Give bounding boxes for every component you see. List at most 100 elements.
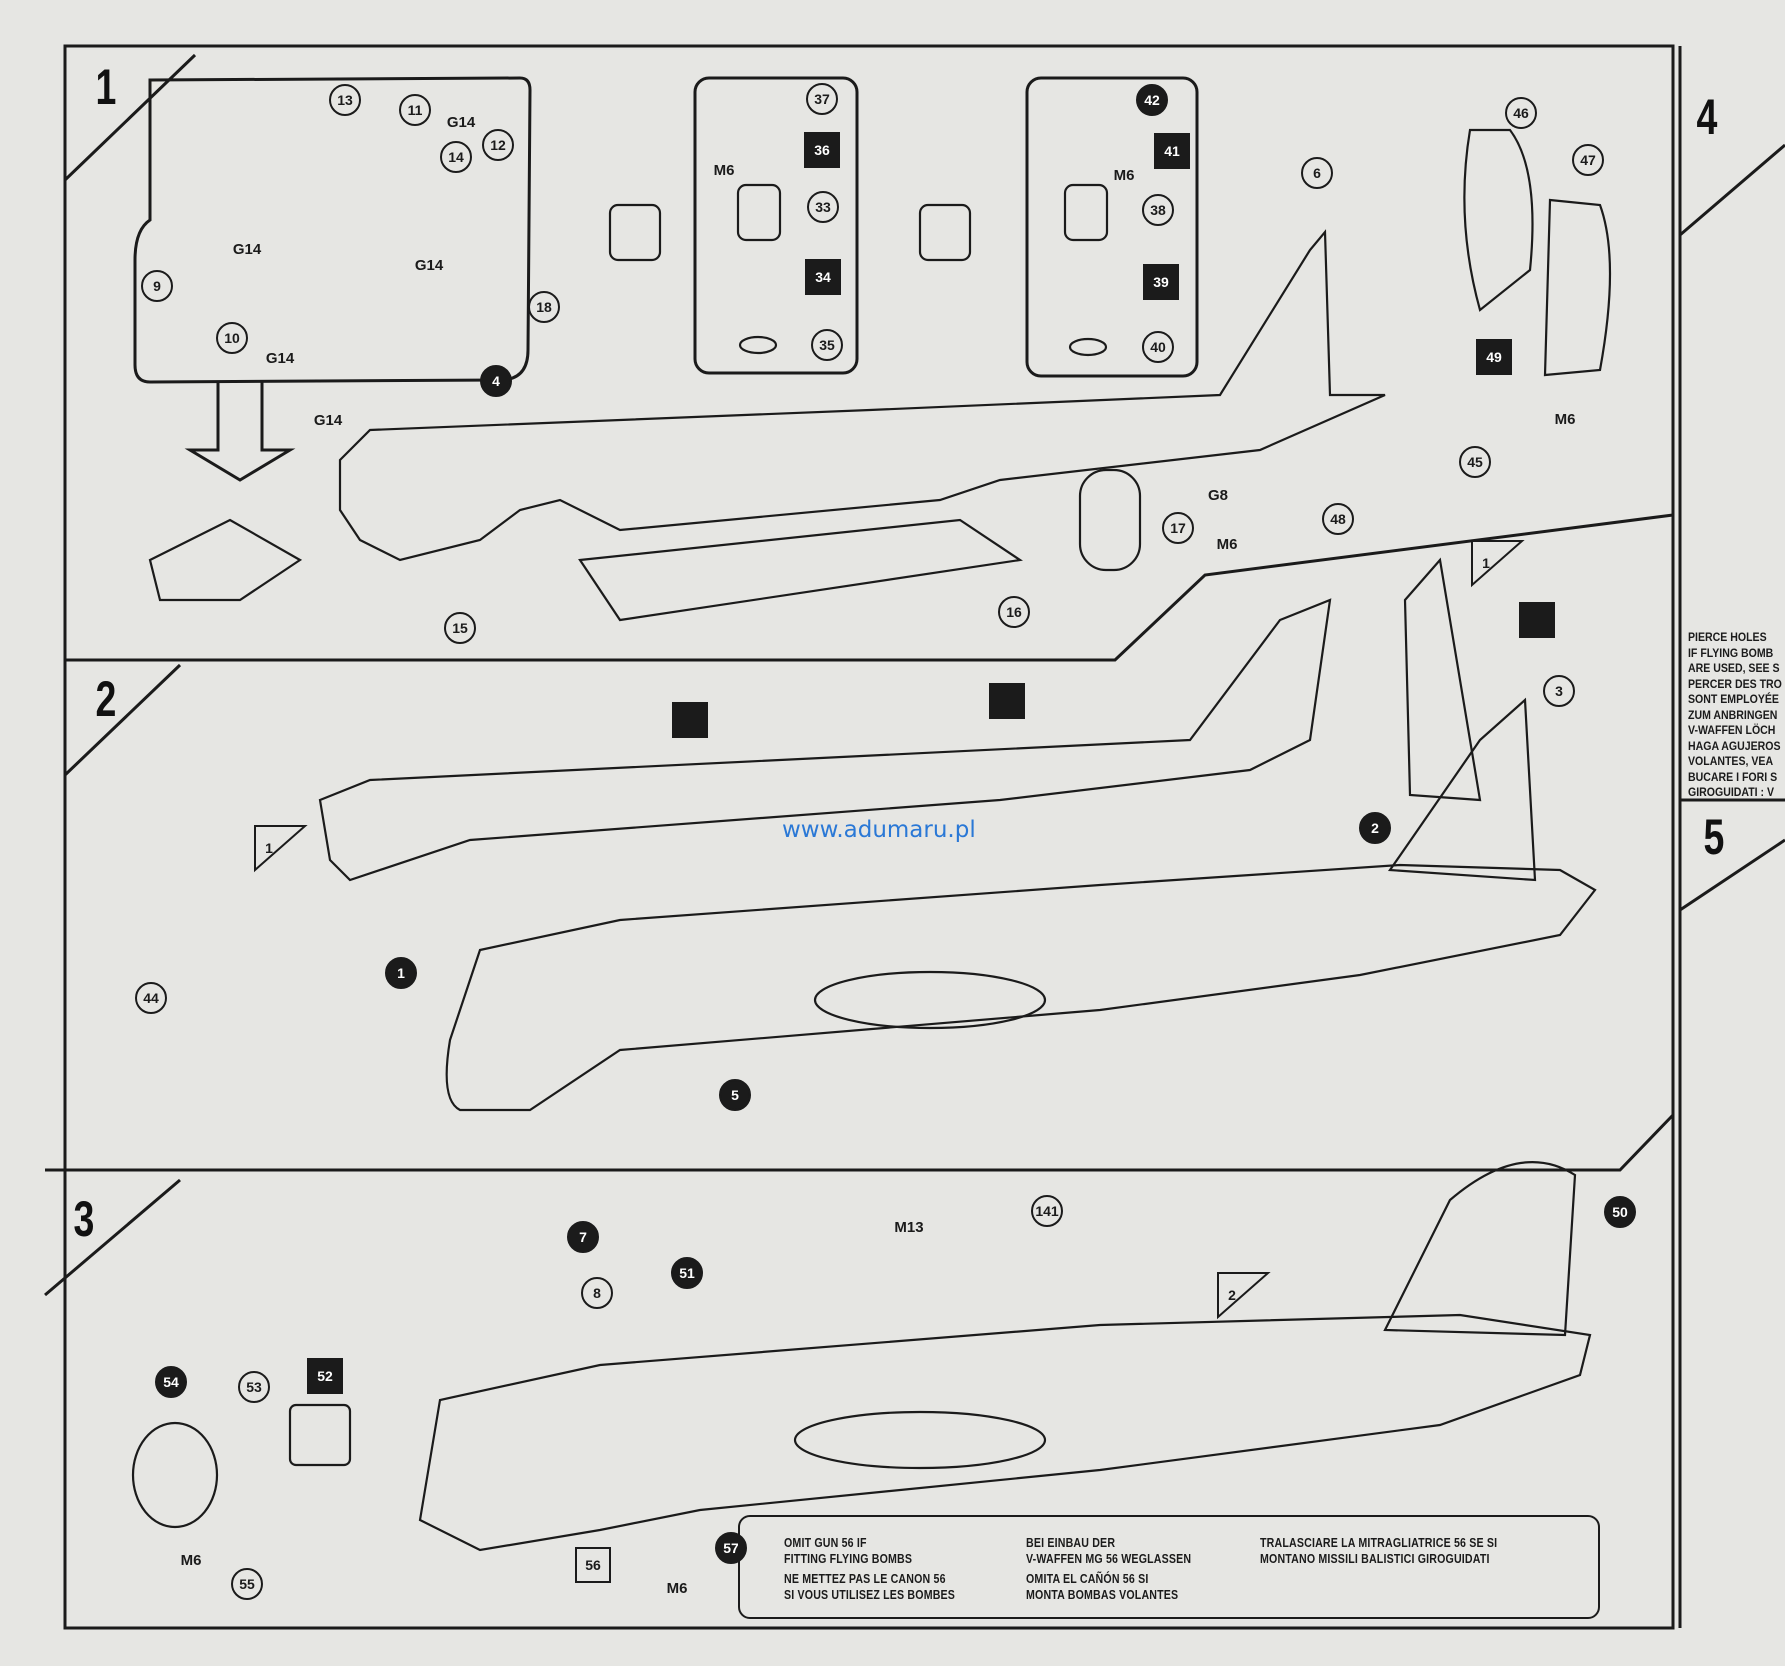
part-number: G14 bbox=[266, 350, 295, 367]
fuselage-step3 bbox=[418, 1313, 1592, 1552]
part-marker bbox=[1301, 157, 1333, 189]
pierce-line: IF FLYING BOMB bbox=[1688, 645, 1774, 660]
part-marker bbox=[1359, 812, 1391, 844]
pierce-line: GIROGUIDATI : V bbox=[1688, 785, 1775, 799]
part-label-39: 39 bbox=[1143, 264, 1179, 300]
part-label-blank bbox=[989, 683, 1025, 719]
wing-root-step3 bbox=[793, 1410, 1047, 1470]
part-label-G14: G14 bbox=[314, 412, 343, 429]
part-marker bbox=[329, 84, 361, 116]
part-number: 55 bbox=[239, 1576, 255, 1592]
part-marker bbox=[1143, 264, 1179, 300]
part-number: M6 bbox=[667, 1580, 688, 1597]
part-label-3: 3 bbox=[1543, 675, 1575, 707]
part-number: 2 bbox=[1228, 1287, 1236, 1303]
part-label-37: 37 bbox=[806, 83, 838, 115]
part-number: 13 bbox=[337, 92, 353, 108]
part-label-10: 10 bbox=[216, 322, 248, 354]
step-corner-2 bbox=[63, 663, 182, 777]
part-number: 38 bbox=[1150, 202, 1166, 218]
part-label-4: 4 bbox=[480, 365, 512, 397]
part-number: 33 bbox=[815, 199, 831, 215]
part-marker bbox=[989, 683, 1025, 719]
note-fr-1: NE METTEZ PAS LE CANON 56 bbox=[784, 1572, 946, 1586]
bulkhead-17 bbox=[1078, 468, 1142, 572]
part-number: 15 bbox=[452, 620, 468, 636]
part-marker bbox=[567, 1221, 599, 1253]
part-label-2: 2 bbox=[1217, 1272, 1271, 1320]
wing-root-step2 bbox=[813, 970, 1047, 1030]
part-label-M6: M6 bbox=[714, 162, 735, 179]
turret-38 bbox=[1063, 183, 1109, 242]
part-number: 16 bbox=[1006, 604, 1022, 620]
part-number: 56 bbox=[585, 1557, 601, 1573]
part-number: 1 bbox=[265, 840, 273, 856]
part-number: G14 bbox=[233, 241, 262, 258]
tailplane-46 bbox=[1463, 128, 1534, 312]
pierce-line: V-WAFFEN LÖCH bbox=[1688, 723, 1776, 737]
step4-border bbox=[1678, 46, 1785, 1628]
part-marker bbox=[444, 612, 476, 644]
fuselage-half-step1 bbox=[338, 229, 1386, 562]
part-label-G14: G14 bbox=[266, 350, 295, 367]
pierce-line: VOLANTES, VEA bbox=[1688, 754, 1774, 768]
part-number: 51 bbox=[679, 1265, 695, 1281]
part-number: 53 bbox=[246, 1379, 262, 1395]
part-number: 48 bbox=[1330, 511, 1346, 527]
part-marker bbox=[1476, 339, 1512, 375]
part-marker bbox=[135, 982, 167, 1014]
watermark: www.adumaru.pl bbox=[782, 817, 976, 843]
part-number: 10 bbox=[224, 330, 240, 346]
part-number: 47 bbox=[1580, 152, 1596, 168]
part-label-M6: M6 bbox=[181, 1552, 202, 1569]
part-label-41: 41 bbox=[1154, 133, 1190, 169]
inset-turret-front bbox=[693, 76, 859, 375]
note-es-2: MONTA BOMBAS VOLANTES bbox=[1026, 1588, 1179, 1602]
part-number: 52 bbox=[317, 1368, 333, 1384]
part-label-55: 55 bbox=[231, 1568, 263, 1600]
part-label-blank bbox=[1519, 602, 1555, 638]
part-label-50: 50 bbox=[1604, 1196, 1636, 1228]
part-label-56: 56 bbox=[575, 1547, 611, 1583]
part-number: 40 bbox=[1150, 339, 1166, 355]
part-number: M6 bbox=[714, 162, 735, 179]
pierce-line: BUCARE I FORI S bbox=[1688, 769, 1778, 784]
part-label-47: 47 bbox=[1572, 144, 1604, 176]
part-number: 44 bbox=[143, 990, 159, 1006]
part-label-33: 33 bbox=[807, 191, 839, 223]
part-number: 35 bbox=[819, 337, 835, 353]
pierce-line: ARE USED, SEE S bbox=[1688, 661, 1780, 675]
part-labels: 1311G141412G149G1410G14184G143736M633343… bbox=[135, 83, 1636, 1600]
note-en-1: OMIT GUN 56 IF bbox=[784, 1536, 867, 1550]
note-en-2: FITTING FLYING BOMBS bbox=[784, 1552, 913, 1566]
part-marker bbox=[528, 291, 560, 323]
part-label-M6: M6 bbox=[1217, 536, 1238, 553]
pierce-line: HAGA AGUJEROS bbox=[1688, 738, 1781, 753]
part-number: 57 bbox=[723, 1540, 739, 1556]
part-number: 18 bbox=[536, 299, 552, 315]
canopy-52 bbox=[288, 1403, 352, 1467]
part-marker bbox=[1459, 446, 1491, 478]
fin-step2 bbox=[1387, 697, 1537, 882]
part-number: G14 bbox=[314, 412, 343, 429]
part-marker bbox=[807, 191, 839, 223]
part-number: 1 bbox=[397, 965, 405, 981]
part-marker bbox=[254, 825, 308, 873]
part-label-17: 17 bbox=[1162, 512, 1194, 544]
part-label-M6: M6 bbox=[667, 1580, 688, 1597]
part-number: G8 bbox=[1208, 487, 1228, 504]
part-label-18: 18 bbox=[528, 291, 560, 323]
part-marker bbox=[804, 132, 840, 168]
arrow-down-inset bbox=[184, 382, 296, 482]
part-number: G14 bbox=[415, 257, 444, 274]
part-label-13: 13 bbox=[329, 84, 361, 116]
part-label-M13: M13 bbox=[894, 1219, 923, 1236]
part-label-8: 8 bbox=[581, 1277, 613, 1309]
part-label-45: 45 bbox=[1459, 446, 1491, 478]
part-marker bbox=[1142, 331, 1174, 363]
part-marker bbox=[1543, 675, 1575, 707]
part-marker bbox=[806, 83, 838, 115]
part-marker bbox=[231, 1568, 263, 1600]
part-number: 46 bbox=[1513, 105, 1529, 121]
step-corner-5 bbox=[1679, 838, 1785, 912]
